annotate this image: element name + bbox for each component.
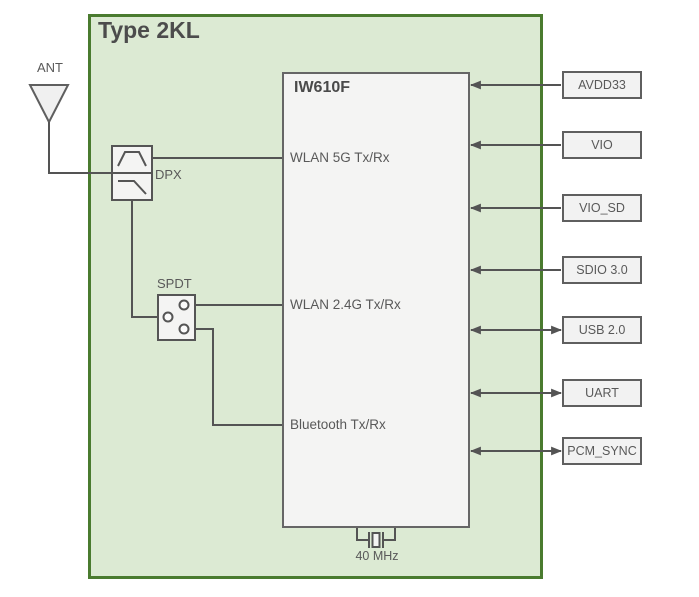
interface-box-vio: VIO bbox=[562, 131, 642, 159]
spdt-switch-label: SPDT bbox=[157, 276, 192, 291]
antenna-label: ANT bbox=[37, 60, 63, 75]
interface-box-pcm-sync: PCM_SYNC bbox=[562, 437, 642, 465]
chip-block bbox=[282, 72, 470, 528]
interface-box-usb: USB 2.0 bbox=[562, 316, 642, 344]
interface-box-sdio: SDIO 3.0 bbox=[562, 256, 642, 284]
interface-box-avdd33: AVDD33 bbox=[562, 71, 642, 99]
crystal-frequency-label: 40 MHz bbox=[355, 549, 399, 563]
chip-title: IW610F bbox=[294, 79, 351, 96]
chip-port-bluetooth-label: Bluetooth Tx/Rx bbox=[290, 417, 386, 432]
chip-port-wlan24g-label: WLAN 2.4G Tx/Rx bbox=[290, 297, 401, 312]
module-title: Type 2KL bbox=[98, 17, 200, 43]
interface-box-uart: UART bbox=[562, 379, 642, 407]
chip-port-wlan5g-label: WLAN 5G Tx/Rx bbox=[290, 150, 390, 165]
interface-box-vio-sd: VIO_SD bbox=[562, 194, 642, 222]
antenna-icon bbox=[28, 84, 70, 125]
diplexer-label: DPX bbox=[155, 167, 182, 182]
